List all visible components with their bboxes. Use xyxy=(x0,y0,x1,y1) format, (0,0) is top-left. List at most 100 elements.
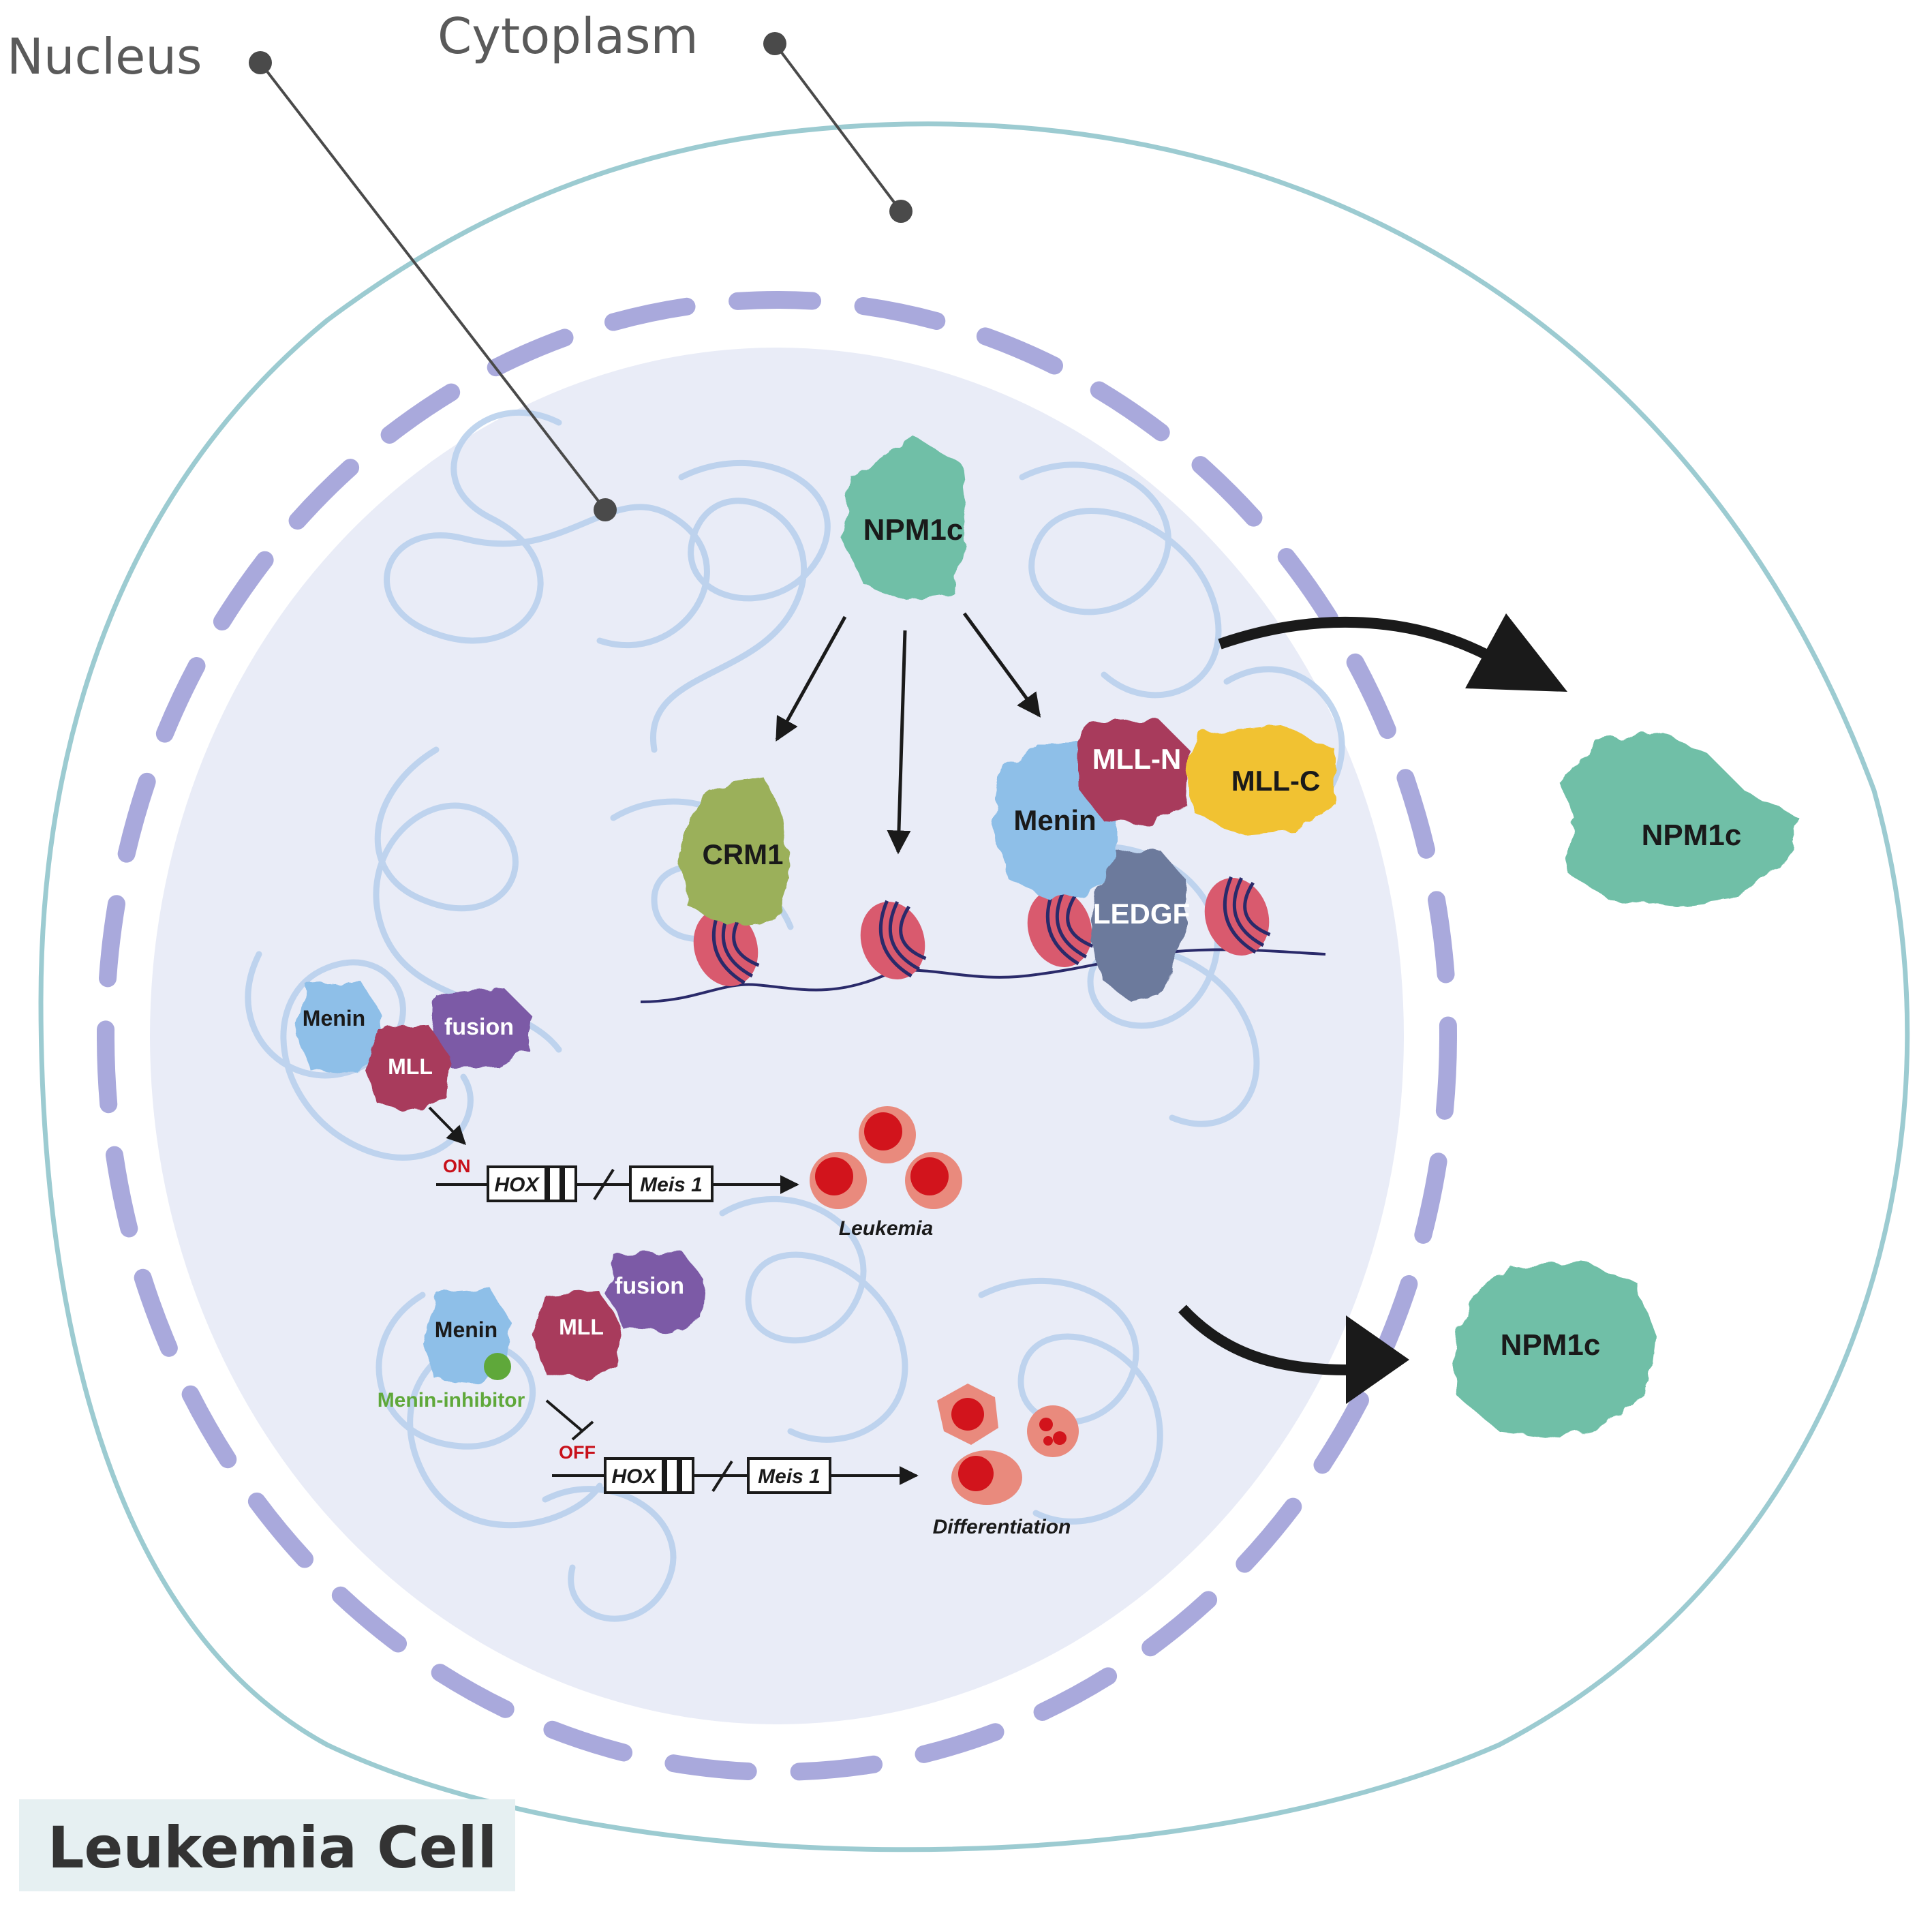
on-exon-2 xyxy=(562,1165,577,1202)
export-arrows xyxy=(1178,613,1567,1404)
crm1: CRM1 xyxy=(678,777,791,927)
npm1c-label: NPM1c xyxy=(1642,819,1742,852)
blast-cell-nucleus xyxy=(815,1157,853,1195)
off-meis1-box xyxy=(747,1457,831,1494)
nucleosome xyxy=(860,900,927,979)
off-exon-1 xyxy=(664,1457,679,1494)
off-hox-label: HOX xyxy=(611,1465,657,1488)
chromatin-strand xyxy=(649,459,831,753)
npm1c-shape xyxy=(842,436,968,600)
export-arrow-lower xyxy=(1178,1305,1350,1375)
arrow-to-menin-complex xyxy=(962,612,1041,718)
on-activation-arrow xyxy=(428,1106,466,1145)
npm1c-cytoplasm-upper: NPM1c xyxy=(1561,733,1799,906)
crm1-shape xyxy=(678,777,791,927)
npm1c-label: NPM1c xyxy=(1501,1328,1601,1362)
granule xyxy=(1039,1418,1053,1431)
off-break-mark xyxy=(711,1460,733,1493)
on-exon-1 xyxy=(547,1165,562,1202)
npm1c-arrows xyxy=(775,612,1041,855)
fusion-shape xyxy=(607,1251,705,1332)
menin-shape xyxy=(296,981,382,1073)
chromatin-upper xyxy=(640,876,1326,1003)
chromatin-strand xyxy=(978,1277,1163,1525)
mll-n-label: MLL-N xyxy=(1092,743,1182,775)
nucleosome-wrap xyxy=(1223,876,1271,954)
cytoplasm-pointer-dot xyxy=(763,32,786,55)
chromatin-strand xyxy=(1046,843,1260,1127)
fusion-shape xyxy=(433,988,532,1067)
off-hox-box xyxy=(604,1457,664,1494)
on-meis1-box xyxy=(629,1165,714,1202)
blast-cell-nucleus xyxy=(864,1112,902,1150)
export-arrow-upper xyxy=(1218,616,1488,660)
mll-shape xyxy=(365,1026,450,1111)
leukemia-label: Leukemia xyxy=(839,1217,933,1240)
on-state-label: ON xyxy=(443,1156,471,1176)
arrow-to-chromatin xyxy=(887,630,911,855)
on-hox-box xyxy=(487,1165,547,1202)
menin-mll-ledgf-complex: MLL-N MLL-C Menin LEDGF xyxy=(992,719,1336,1002)
nucleus-pointer-end xyxy=(594,498,617,521)
cell-title: Leukemia Cell xyxy=(48,1814,497,1881)
differentiated-cell-nucleus xyxy=(951,1398,984,1431)
nucleosome xyxy=(1204,876,1271,956)
menin-inhibitor-molecule xyxy=(484,1353,511,1380)
off-fusion-label: fusion xyxy=(615,1273,684,1299)
off-mll-label: MLL xyxy=(559,1315,604,1339)
chromatin-strand xyxy=(373,746,562,1053)
off-exon-2 xyxy=(679,1457,694,1494)
on-mll-label: MLL xyxy=(388,1054,433,1079)
cytoplasm-pointer-line xyxy=(773,42,902,213)
differentiated-cells xyxy=(937,1384,1079,1505)
on-menin-label: Menin xyxy=(303,1006,365,1031)
chromatin-strand xyxy=(384,410,710,648)
off-pathway: Menin fusion MLL Menin-inhibitor OFF HOX… xyxy=(378,1251,1079,1538)
on-break-mark xyxy=(593,1168,615,1201)
cytoplasm-callout: Cytoplasm xyxy=(438,7,913,223)
nucleus-callout: Nucleus xyxy=(7,28,617,521)
ledgf-label: LEDGF xyxy=(1093,898,1190,930)
crm1-label: CRM1 xyxy=(702,838,783,870)
npm1c-cytoplasm-lower: NPM1c xyxy=(1452,1261,1656,1438)
on-hox-label: HOX xyxy=(494,1174,540,1196)
cell-title-box: Leukemia Cell xyxy=(19,1799,515,1891)
arrow-to-crm1 xyxy=(775,615,847,742)
cytoplasm-label: Cytoplasm xyxy=(438,7,699,65)
mll-shape xyxy=(533,1292,620,1380)
chromatin-strand xyxy=(719,1195,908,1443)
export-arrow-lower-head xyxy=(1346,1315,1409,1404)
differentiated-cell-outer xyxy=(1027,1405,1079,1457)
nucleus-label: Nucleus xyxy=(7,28,202,85)
nucleus-pointer-dot xyxy=(249,51,272,74)
nucleosome-wrap xyxy=(878,900,927,978)
blast-cell-nucleus xyxy=(910,1157,949,1195)
on-meis1-label: Meis 1 xyxy=(640,1174,703,1196)
menin-inhibitor-label: Menin-inhibitor xyxy=(378,1389,525,1412)
menin-label: Menin xyxy=(1013,804,1096,836)
off-state-label: OFF xyxy=(559,1442,596,1463)
npm1c-label: NPM1c xyxy=(863,513,964,547)
nucleus-pointer-line xyxy=(259,61,607,511)
differentiation-label: Differentiation xyxy=(933,1516,1071,1538)
export-arrow-upper-head xyxy=(1465,613,1567,692)
off-menin-label: Menin xyxy=(435,1317,497,1342)
mll-n-shape xyxy=(1080,719,1189,825)
off-meis1-label: Meis 1 xyxy=(758,1465,821,1488)
cytoplasm-pointer-end xyxy=(889,200,913,223)
granule xyxy=(1043,1436,1053,1446)
off-inhibition-bar xyxy=(545,1399,594,1441)
mll-c-shape xyxy=(1186,726,1336,835)
mll-c-label: MLL-C xyxy=(1231,765,1321,797)
differentiated-cell-nucleus xyxy=(958,1456,994,1491)
cell-title-bg xyxy=(19,1799,515,1891)
on-pathway: Menin fusion MLL ON HOX Meis 1 Leukemia xyxy=(296,981,962,1240)
npm1c-nuclear: NPM1c xyxy=(842,436,968,600)
npm1c-shape xyxy=(1452,1261,1656,1438)
granule xyxy=(1053,1431,1067,1445)
chromatin-strand xyxy=(1019,461,1222,699)
ledgf-shape xyxy=(1090,849,1186,1002)
chromatin-strand xyxy=(245,951,474,1161)
